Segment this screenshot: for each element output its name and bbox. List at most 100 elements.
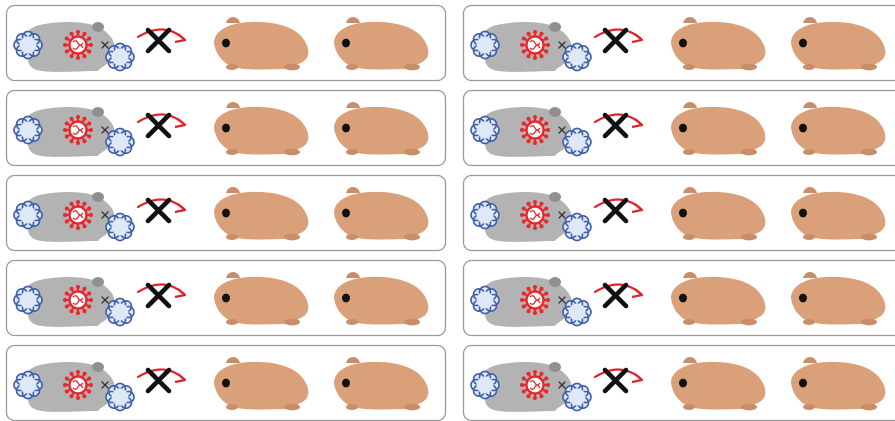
transmission-panel	[7, 346, 446, 421]
hamster-ear	[92, 22, 104, 32]
hamster-eye	[222, 294, 230, 303]
hamster-paw	[861, 319, 877, 326]
hamster-ear	[92, 107, 104, 117]
hamster-paw	[346, 149, 358, 155]
mask-icon	[14, 116, 42, 143]
hamster-eye	[342, 294, 350, 303]
transmission-panel	[7, 176, 446, 251]
hamster-paw	[861, 149, 877, 156]
hamster-paw	[284, 404, 300, 411]
hamster-eye	[799, 39, 807, 48]
mask-icon	[14, 31, 42, 58]
hamster-paw	[404, 319, 420, 326]
mask-icon	[106, 383, 134, 410]
hamster-paw	[284, 149, 300, 156]
hamster-paw	[226, 64, 238, 70]
hamster-ear	[92, 277, 104, 287]
hamster-eye	[342, 39, 350, 48]
hamster-eye	[679, 294, 687, 303]
transmission-panel	[464, 261, 895, 336]
hamster-paw	[861, 234, 877, 241]
hamster-paw	[404, 234, 420, 241]
hamster-eye	[799, 124, 807, 133]
hamster-paw	[741, 404, 757, 411]
hamster-paw	[803, 404, 815, 410]
hamster-paw	[803, 234, 815, 240]
mask-icon	[563, 43, 591, 70]
hamster-paw	[741, 149, 757, 156]
mask-icon	[563, 298, 591, 325]
hamster-paw	[803, 64, 815, 70]
mask-icon	[14, 371, 42, 398]
hamster-eye	[222, 124, 230, 133]
hamster-paw	[284, 64, 300, 71]
hamster-ear	[92, 192, 104, 202]
hamster-eye	[679, 39, 687, 48]
hamster-eye	[342, 209, 350, 218]
hamster-paw	[284, 319, 300, 326]
hamster-paw	[803, 149, 815, 155]
hamster-paw	[284, 234, 300, 241]
mask-icon	[106, 128, 134, 155]
hamster-paw	[683, 149, 695, 155]
hamster-ear	[549, 277, 561, 287]
hamster-paw	[404, 404, 420, 411]
hamster-eye	[222, 379, 230, 388]
hamster-eye	[679, 379, 687, 388]
mask-icon	[471, 286, 499, 313]
hamster-ear	[549, 362, 561, 372]
transmission-panel	[464, 6, 895, 81]
hamster-paw	[346, 234, 358, 240]
mask-icon	[14, 201, 42, 228]
hamster-paw	[861, 64, 877, 71]
mask-icon	[563, 383, 591, 410]
hamster-eye	[342, 379, 350, 388]
mask-icon	[106, 298, 134, 325]
hamster-eye	[799, 209, 807, 218]
mask-icon	[471, 201, 499, 228]
hamster-ear	[92, 362, 104, 372]
hamster-paw	[683, 234, 695, 240]
hamster-eye	[222, 39, 230, 48]
hamster-ear	[549, 192, 561, 202]
hamster-paw	[741, 234, 757, 241]
mask-icon	[563, 213, 591, 240]
mask-icon	[563, 128, 591, 155]
hamster-paw	[741, 64, 757, 71]
mask-icon	[471, 371, 499, 398]
hamster-paw	[404, 149, 420, 156]
hamster-paw	[346, 64, 358, 70]
mask-icon	[106, 213, 134, 240]
hamster-paw	[683, 404, 695, 410]
hamster-paw	[741, 319, 757, 326]
transmission-panel	[7, 91, 446, 166]
mask-icon	[471, 31, 499, 58]
transmission-panel	[464, 91, 895, 166]
transmission-panel	[464, 346, 895, 421]
hamster-paw	[226, 234, 238, 240]
mask-icon	[106, 43, 134, 70]
hamster-eye	[799, 294, 807, 303]
transmission-panel	[464, 176, 895, 251]
hamster-paw	[226, 149, 238, 155]
hamster-paw	[404, 64, 420, 71]
hamster-paw	[683, 319, 695, 325]
hamster-paw	[803, 319, 815, 325]
mask-icon	[471, 116, 499, 143]
transmission-panel	[7, 261, 446, 336]
hamster-paw	[226, 404, 238, 410]
transmission-panel	[7, 6, 446, 81]
hamster-paw	[683, 64, 695, 70]
hamster-eye	[679, 209, 687, 218]
hamster-eye	[679, 124, 687, 133]
hamster-eye	[799, 379, 807, 388]
mask-icon	[14, 286, 42, 313]
hamster-paw	[346, 404, 358, 410]
hamster-eye	[342, 124, 350, 133]
hamster-eye	[222, 209, 230, 218]
hamster-ear	[549, 22, 561, 32]
hamster-paw	[346, 319, 358, 325]
hamster-paw	[861, 404, 877, 411]
hamster-paw	[226, 319, 238, 325]
